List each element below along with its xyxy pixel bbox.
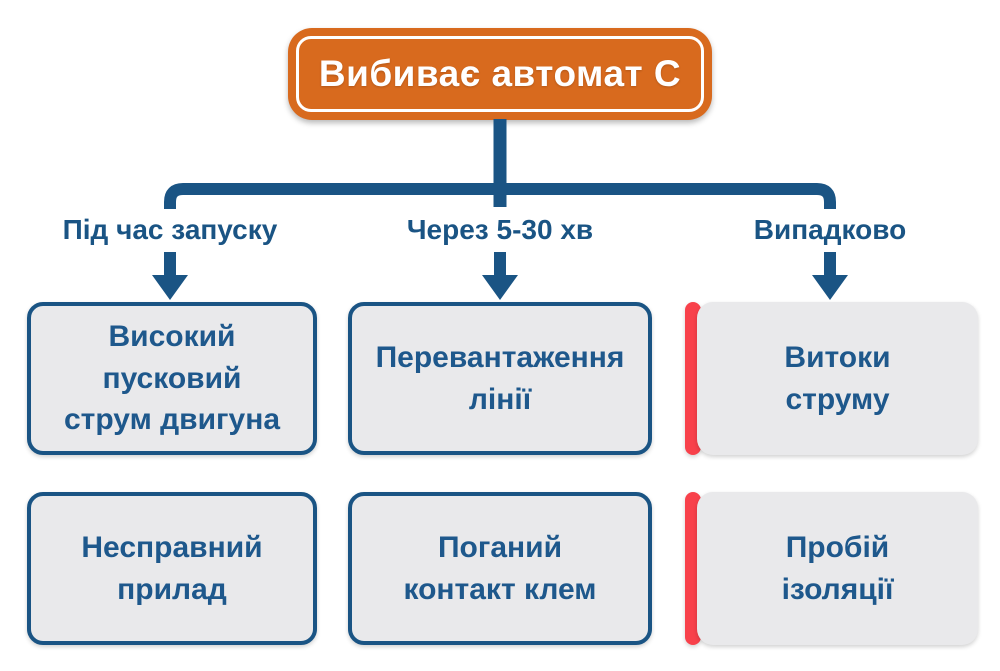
connector-bracket	[164, 183, 836, 209]
cause-box-current-leak: Витоки струму	[697, 302, 978, 455]
arrow-down-icon	[812, 275, 848, 300]
arrow-down-icon	[482, 275, 518, 300]
cause-box-faulty-appliance: Несправний прилад	[27, 492, 317, 645]
title-box: Вибиває автомат C	[288, 28, 712, 120]
branch-label-startup: Під час запуску	[62, 214, 278, 245]
cause-box-high-start-current: Високий пусковий струм двигуна	[27, 302, 317, 455]
cause-box-bad-terminal-contact: Поганий контакт клем	[348, 492, 652, 645]
cause-box-insulation-breakdown: Пробій ізоляції	[697, 492, 978, 645]
diagram-title: Вибиває автомат C	[318, 53, 682, 94]
arrow-down-icon	[152, 275, 188, 300]
branch-label-after-time: Через 5-30 хв	[406, 214, 594, 245]
cause-box-line-overload: Перевантаження лінії	[348, 302, 652, 455]
branch-label-random: Випадково	[753, 214, 907, 245]
